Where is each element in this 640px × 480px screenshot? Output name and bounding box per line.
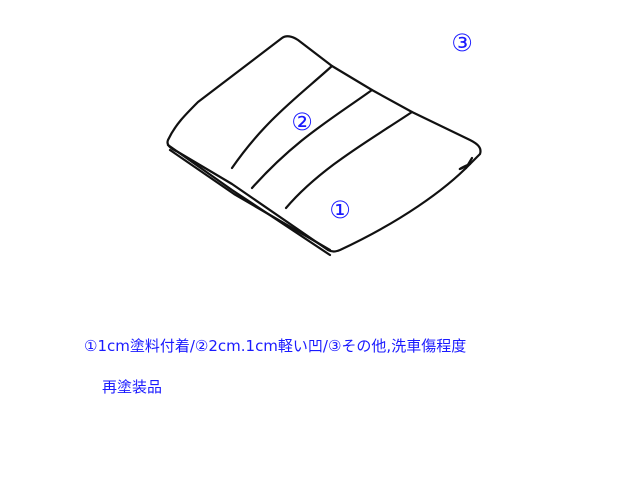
crease-line-3 (284, 110, 414, 210)
marker-two: ② (291, 108, 313, 136)
panel-edge-2 (168, 148, 332, 252)
front-lip (458, 162, 472, 171)
hood-diagram: ② ① ③ (166, 29, 482, 257)
marker-one: ① (329, 196, 351, 224)
panel-outline (166, 35, 482, 253)
marker-three: ③ (451, 29, 473, 57)
crease-line-2 (250, 88, 374, 190)
repaint-note: 再塗装品 (102, 378, 163, 396)
damage-description: ①1cm塗料付着/②2cm.1cm軽い凹/③その他,洗車傷程度 (84, 337, 467, 355)
crease-line-1 (230, 64, 334, 170)
panel-edge-1 (166, 143, 332, 257)
